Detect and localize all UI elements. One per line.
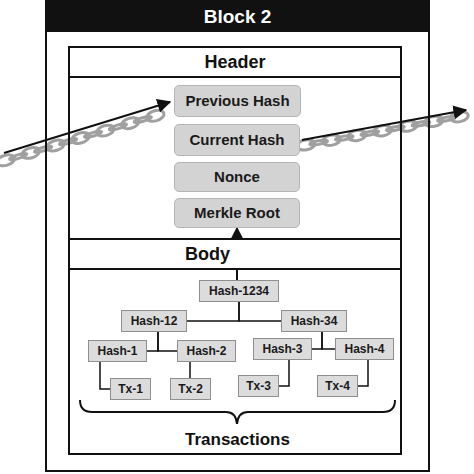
box-label: Tx-2 [178,379,203,399]
tree-connector [147,332,158,351]
section-title: Header [70,48,400,78]
curly-brace [80,400,395,424]
header-field: Nonce [174,162,300,192]
box-label: Hash-12 [131,311,178,331]
box-label: Hash-34 [291,311,338,331]
chain-link [145,108,165,123]
box-label: Previous Hash [185,86,289,116]
tree-connector [187,302,239,321]
tree-connector [312,332,322,349]
tree-connector [322,332,335,349]
box-label: Tx-3 [246,376,271,396]
hash-box: Hash-3 [253,338,312,360]
group-label: Transactions [185,430,290,450]
hash-box: Hash-4 [335,338,394,360]
box-label: Merkle Root [194,199,280,227]
box-label: Nonce [214,163,260,191]
box-label: Hash-3 [262,339,302,359]
header-field: Previous Hash [174,85,301,117]
hash-box: Hash-1 [88,340,147,362]
transaction-box: Tx-4 [317,375,358,397]
hash-box: Hash-12 [121,310,187,332]
hash-box: Hash-34 [281,310,347,332]
body-section: BodyHash-1234Hash-12 Hash-34Hash-1 Hash-2 H… [68,238,402,455]
chain-links [0,108,469,167]
box-label: Hash-1 [97,341,137,361]
tree-connector [189,362,191,378]
box-label: Hash-4 [344,339,384,359]
box-label: Current Hash [189,125,284,155]
hash-box: Hash-1234 [199,280,279,302]
section-title: Body [70,240,400,270]
tree-connector [100,362,110,389]
header-field: Current Hash [174,124,300,156]
transaction-box: Tx-1 [110,378,151,400]
block-frame: Block 2 HeaderPrevious HashCurrent HashNo… [45,0,430,472]
tree-connector [358,360,368,386]
box-label: Tx-4 [325,376,350,396]
chain-arrow [302,110,466,140]
chain-arrow [4,102,170,153]
transaction-box: Tx-2 [170,378,211,400]
section-title: Block 2 [47,2,428,32]
transaction-box: Tx-3 [238,375,279,397]
hash-box: Hash-2 [177,340,236,362]
tree-connector [239,302,281,321]
header-section: HeaderPrevious HashCurrent HashNonceMerk… [68,46,402,240]
header-field: Merkle Root [174,198,300,228]
tree-connector [158,332,177,351]
box-label: Tx-1 [118,379,143,399]
box-label: Hash-1234 [209,281,269,301]
box-label: Hash-2 [186,341,226,361]
tree-connector [279,360,289,386]
